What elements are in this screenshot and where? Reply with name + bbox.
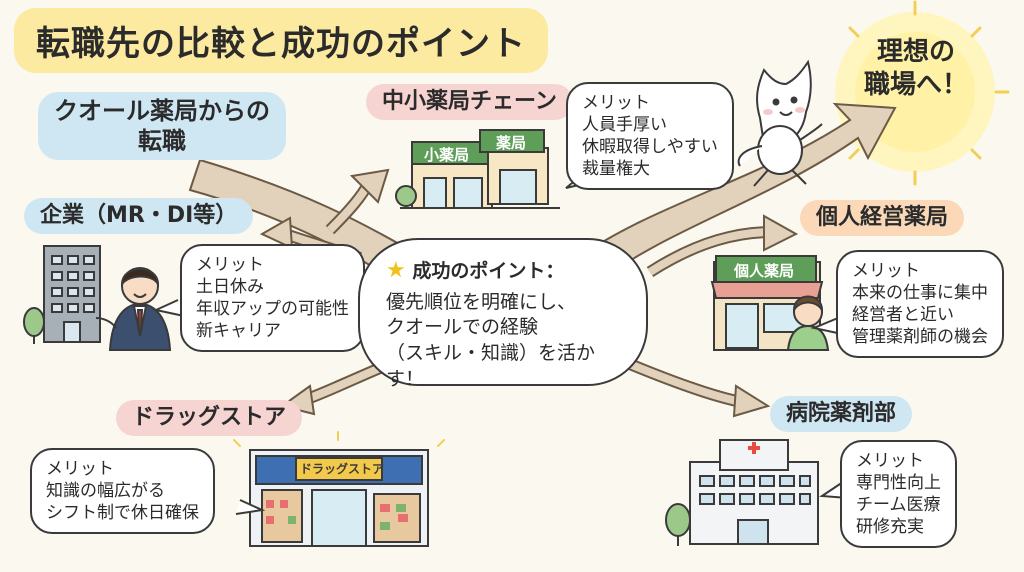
hospital-building [665,439,819,546]
hospital-merit-heading: メリット [856,451,924,471]
success-point-line3: （スキル・知識）を活かす！ [386,341,596,390]
drugstore-sign: ドラッグストア [300,462,385,476]
corporate-merit-3: 新キャリア [196,321,281,342]
hospital-label: 病院薬剤部 [770,396,913,432]
success-point-heading-text: 成功のポイント： [412,260,565,282]
success-point-bubble: ★ 成功のポイント： 優先順位を明確にし、 クオールでの経験 （スキル・知識）を… [358,238,648,390]
drugstore-merits-bubble: メリット 知識の幅広がる シフト制で休日確保 [30,448,215,535]
chain-merit-heading: メリット [582,93,650,113]
arrow-to-ideal [573,102,897,284]
private-label: 個人経営薬局 [800,200,965,236]
success-point-line2: クオールでの経験 [386,316,539,339]
chain-merits-bubble: メリット 人員手厚い 休暇取得しやすい 裁量権大 [566,82,734,191]
corporate-merit-2: 年収アップの可能性 [196,299,349,320]
private-merit-2: 経営者と近い [852,305,954,326]
chain-merit-3: 裁量権大 [582,159,650,180]
drugstore-merit-heading: メリット [46,459,114,479]
star-icon: ★ [386,258,406,283]
ideal-label: 理想の 職場へ！ [846,36,986,101]
corporate-label: 企業（MR・DI等） [24,198,254,234]
success-point-line1: 優先順位を明確にし、 [386,290,577,313]
corporate-merits-bubble: メリット 土日休み 年収アップの可能性 新キャリア [180,244,365,353]
chain-sign-main: 薬局 [496,134,527,152]
ideal-label-line1: 理想の [876,37,955,67]
chain-merit-1: 人員手厚い [582,115,667,136]
businessman [95,267,172,351]
private-merit-heading: メリット [852,261,920,281]
ideal-label-line2: 職場へ！ [863,69,968,100]
chain-pharmacy-building [395,129,560,209]
drugstore-label: ドラッグストア [116,400,303,436]
chain-merit-2: 休暇取得しやすい [582,137,718,158]
corporate-merit-1: 土日休み [196,277,264,298]
flow-arrows [188,102,897,418]
drugstore-building [233,431,445,547]
corporate-merit-heading: メリット [196,255,264,275]
drugstore-merit-1: 知識の幅広がる [46,481,165,502]
chain-label: 中小薬局チェーン [366,84,573,120]
chain-sign-small: 小薬局 [424,146,470,164]
drugstore-merit-2: シフト制で休日確保 [46,503,199,524]
private-merit-1: 本来の仕事に集中 [852,283,988,304]
private-merits-bubble: メリット 本来の仕事に集中 経営者と近い 管理薬剤師の機会 [836,250,1004,359]
origin-label-line2: 転職 [138,127,186,155]
hospital-merit-1: 専門性向上 [856,473,941,494]
hospital-merit-3: 研修充実 [856,517,924,538]
private-pharmacy-building [710,255,830,351]
private-merit-3: 管理薬剤師の機会 [852,327,988,348]
page-title: 転職先の比較と成功のポイント [14,8,548,73]
cat-mascot [737,59,823,187]
success-point-heading: ★ 成功のポイント： [386,256,626,286]
hospital-merit-2: チーム医療 [856,495,941,516]
origin-label: クオール薬局からの 転職 [38,92,286,160]
corporate-building [23,245,101,344]
private-sign: 個人薬局 [734,262,795,280]
origin-label-line1: クオール薬局からの [54,97,270,125]
hospital-merits-bubble: メリット 専門性向上 チーム医療 研修充実 [840,440,957,549]
